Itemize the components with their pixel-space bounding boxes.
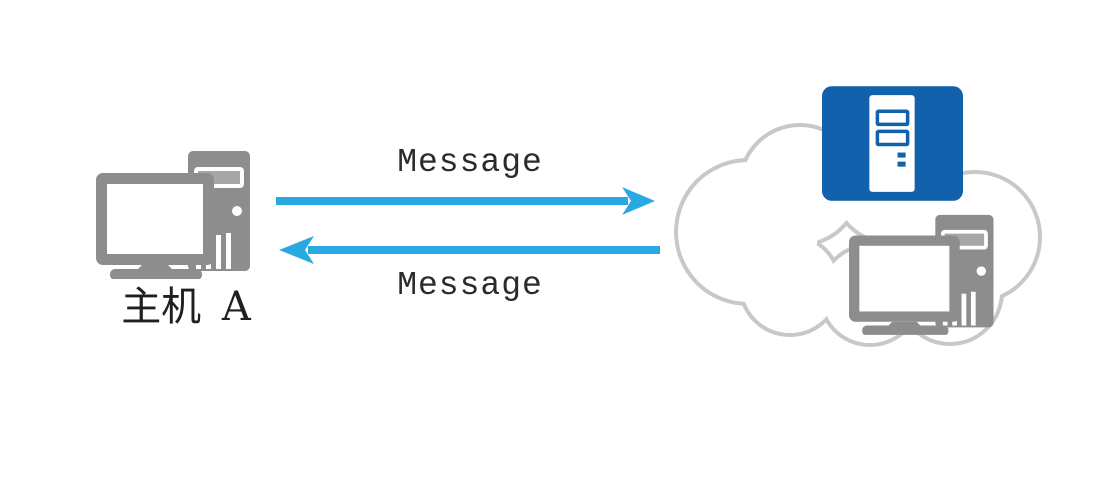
message-label-top: Message [397, 144, 543, 181]
desktop-computer-icon [849, 211, 1001, 335]
desktop-computer-icon [96, 147, 258, 279]
server-icon [822, 86, 963, 201]
arrow-right-icon [276, 187, 655, 215]
message-label-bottom: Message [397, 267, 543, 304]
host-a-label: 主机 A [121, 284, 251, 330]
arrow-left-icon [279, 236, 660, 264]
